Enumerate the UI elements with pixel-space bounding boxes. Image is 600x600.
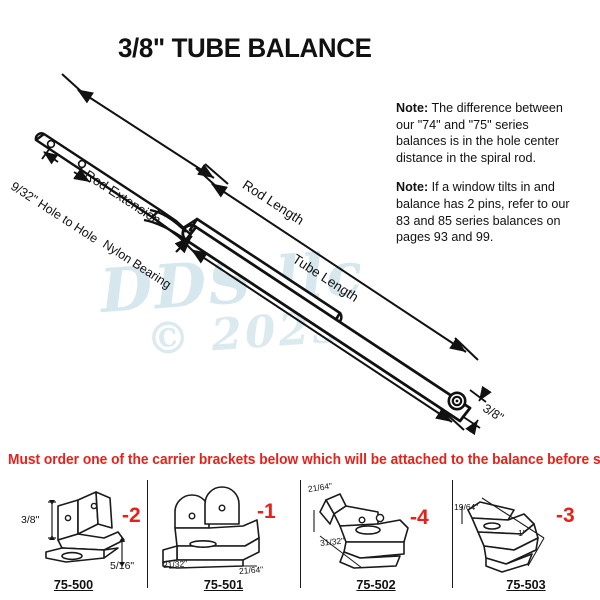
bracket-index-75-500: -2: [122, 504, 141, 527]
bracket-index-75-503: -3: [556, 504, 575, 527]
bracket-illustration-75-501: [162, 486, 260, 569]
bracket-dim-a-75-503: 19/64": [454, 502, 479, 512]
bracket-partno-75-501: 75-501: [203, 578, 244, 592]
bracket-index-75-501: -1: [257, 500, 276, 523]
cell-divider: [147, 480, 148, 588]
carrier-brackets-row: 3/8" 5/16" -2 75-500: [0, 476, 600, 600]
note-item: Note: The difference between our "74" an…: [396, 100, 582, 166]
bracket-cell-75-502[interactable]: 21/64" 31/32" -4 75-502: [300, 476, 452, 600]
bracket-illustration-75-500: [45, 491, 125, 567]
tube-diameter-dimension: [461, 385, 492, 436]
diagram-svg: [34, 73, 492, 436]
note-label: Note:: [396, 101, 429, 115]
bracket-partno-75-502: 75-502: [356, 578, 396, 592]
bracket-dim-a-75-500: 3/8": [21, 514, 40, 526]
bracket-illustration-75-502: [313, 493, 409, 569]
bracket-cell-75-500[interactable]: 3/8" 5/16" -2 75-500: [0, 476, 147, 600]
cell-divider: [452, 480, 453, 588]
bracket-dim-b-75-500: 5/16": [110, 560, 135, 572]
balance-assembly-diagram: Rod Extension 9/32" Hole to Hole Rod Len…: [0, 60, 600, 450]
bracket-index-75-502: -4: [410, 506, 429, 529]
nylon-bearing-leader: [174, 235, 193, 254]
bracket-partno-75-503: 75-503: [506, 578, 546, 592]
shipping-warning: Must order one of the carrier brackets b…: [8, 452, 600, 468]
bracket-illustration-75-503: [461, 497, 545, 573]
bracket-cell-75-501[interactable]: 21/32" 21/64" -1 75-501: [147, 476, 300, 600]
bracket-dim-b-75-501: 21/64": [238, 564, 264, 576]
balance-tube: [181, 223, 472, 423]
rod-extension-dimension: [61, 73, 229, 185]
bracket-dim-a-75-501: 21/32": [162, 558, 188, 570]
note-text: The difference between our "74" and "75"…: [396, 101, 563, 165]
cell-divider: [300, 480, 301, 588]
bracket-dim-b-75-503: 1": [518, 528, 526, 538]
bracket-partno-75-500: 75-500: [53, 578, 94, 592]
page-title: 3/8" TUBE BALANCE: [118, 33, 372, 63]
bracket-cell-75-503[interactable]: 19/64" 1" -3 75-503: [452, 476, 600, 600]
hole-to-hole-dimension: [41, 147, 91, 183]
